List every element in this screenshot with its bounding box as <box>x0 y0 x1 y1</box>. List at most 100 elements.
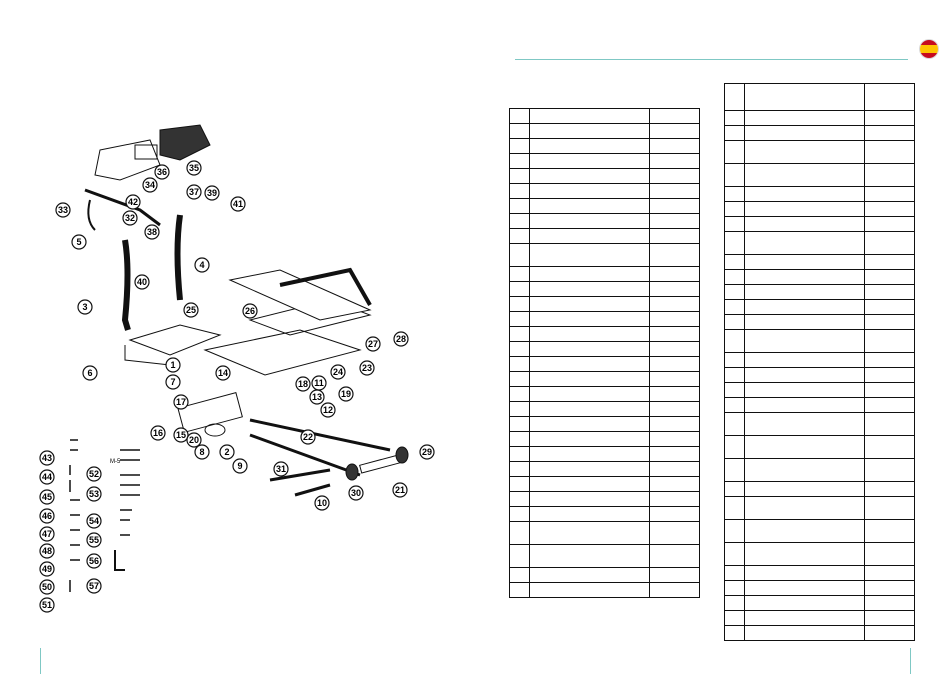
table-cell <box>744 412 866 436</box>
svg-text:14: 14 <box>218 368 228 378</box>
table-cell <box>529 123 651 139</box>
table-cell <box>864 496 915 520</box>
table-row <box>723 140 915 164</box>
table-cell <box>864 458 915 482</box>
callout-45: 45 <box>39 489 55 505</box>
table-cell <box>508 401 531 417</box>
table-row <box>723 299 915 315</box>
callout-30: 30 <box>348 485 364 501</box>
table-cell <box>723 299 746 315</box>
table-row <box>508 213 700 229</box>
table-cell <box>649 371 700 387</box>
table-cell <box>649 416 700 432</box>
table-cell <box>508 506 531 522</box>
table-cell <box>508 213 531 229</box>
table-cell <box>508 266 531 282</box>
table-cell <box>864 269 915 285</box>
svg-text:45: 45 <box>42 492 52 502</box>
svg-text:3: 3 <box>82 302 87 312</box>
table-cell <box>649 138 700 154</box>
table-cell <box>529 281 651 297</box>
svg-text:57: 57 <box>89 581 99 591</box>
table-cell <box>744 314 866 330</box>
callout-14: 14 <box>215 365 231 381</box>
table-cell <box>649 446 700 462</box>
callout-11: 11 <box>311 375 327 391</box>
callout-3: 3 <box>77 299 93 315</box>
table-row <box>508 266 700 282</box>
table-cell <box>529 138 651 154</box>
callout-26: 26 <box>242 303 258 319</box>
svg-text:26: 26 <box>245 306 255 316</box>
table-cell <box>723 329 746 353</box>
callout-36: 36 <box>154 164 170 180</box>
table-cell <box>529 296 651 312</box>
table-cell <box>508 296 531 312</box>
table-cell <box>864 216 915 232</box>
table-row <box>723 110 915 126</box>
table-row <box>723 216 915 232</box>
table-cell <box>529 371 651 387</box>
svg-text:42: 42 <box>128 197 138 207</box>
svg-text:10: 10 <box>317 498 327 508</box>
table-cell <box>744 565 866 581</box>
table-row <box>723 412 915 436</box>
table-row <box>723 595 915 611</box>
callout-49: 49 <box>39 561 55 577</box>
svg-text:51: 51 <box>42 600 52 610</box>
table-row <box>723 231 915 255</box>
callout-9: 9 <box>232 458 248 474</box>
table-cell <box>723 83 746 111</box>
svg-text:24: 24 <box>333 367 343 377</box>
table-cell <box>744 352 866 368</box>
svg-text:52: 52 <box>89 469 99 479</box>
callout-28: 28 <box>393 331 409 347</box>
svg-text:21: 21 <box>395 485 405 495</box>
callout-1: 1 <box>165 357 181 373</box>
table-row <box>508 521 700 545</box>
table-cell <box>529 153 651 169</box>
svg-text:47: 47 <box>42 529 52 539</box>
table-cell <box>723 595 746 611</box>
table-cell <box>649 567 700 583</box>
callout-54: 54 <box>86 513 102 529</box>
table-cell <box>744 201 866 217</box>
svg-text:11: 11 <box>314 378 324 388</box>
table-cell <box>744 481 866 497</box>
table-cell <box>508 476 531 492</box>
table-cell <box>508 243 531 267</box>
callout-57: 57 <box>86 578 102 594</box>
table-cell <box>508 491 531 507</box>
table-row <box>723 397 915 413</box>
table-cell <box>529 168 651 184</box>
table-cell <box>744 110 866 126</box>
callout-38: 38 <box>144 224 160 240</box>
callout-21: 21 <box>392 482 408 498</box>
callout-23: 23 <box>359 360 375 376</box>
table-cell <box>744 625 866 641</box>
svg-text:7: 7 <box>170 377 175 387</box>
callout-6: 6 <box>82 365 98 381</box>
table-cell <box>649 228 700 244</box>
table-cell <box>508 371 531 387</box>
svg-text:6: 6 <box>87 368 92 378</box>
table-cell <box>723 412 746 436</box>
svg-text:28: 28 <box>396 334 406 344</box>
table-cell <box>864 542 915 566</box>
table-row <box>508 153 700 169</box>
table-cell <box>744 595 866 611</box>
table-row <box>508 567 700 583</box>
table-row <box>508 168 700 184</box>
table-cell <box>723 140 746 164</box>
callout-51: 51 <box>39 597 55 613</box>
table-cell <box>864 610 915 626</box>
table-cell <box>529 228 651 244</box>
callout-44: 44 <box>39 469 55 485</box>
table-cell <box>529 401 651 417</box>
table-row <box>508 228 700 244</box>
svg-text:17: 17 <box>176 397 186 407</box>
table-row <box>723 352 915 368</box>
table-row <box>508 476 700 492</box>
table-cell <box>864 435 915 459</box>
table-row <box>508 326 700 342</box>
